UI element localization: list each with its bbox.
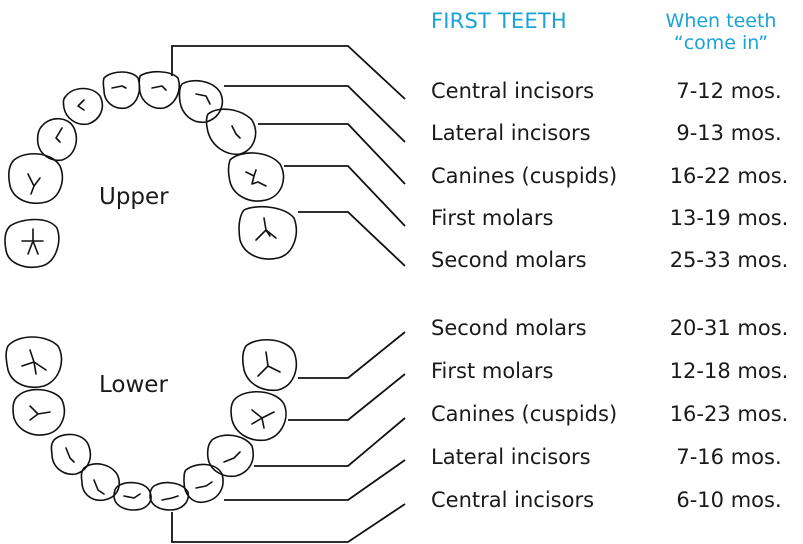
- upper-lateral-incisor-left-icon: [62, 87, 104, 126]
- when-header-line-1: When teeth: [665, 10, 777, 32]
- upper-row-first-molars: First molars 13-19 mos.: [431, 203, 802, 233]
- lower-canine-right-icon: [206, 434, 254, 478]
- when-teeth-come-in-header: When teeth “come in”: [640, 10, 802, 54]
- eruption-age: 20-31 mos.: [669, 316, 789, 340]
- lower-teeth: [5, 336, 298, 511]
- when-header-line-2: “come in”: [673, 32, 769, 54]
- lower-second-molar-left-icon: [5, 336, 63, 388]
- lower-second-molar-right-icon: [241, 339, 298, 392]
- tooth-name: First molars: [431, 359, 554, 383]
- tooth-name: Central incisors: [431, 79, 595, 103]
- tooth-name: Lateral incisors: [431, 445, 591, 469]
- upper-first-molar-leader: [284, 165, 406, 227]
- lower-central-incisor-left-icon: [113, 481, 152, 511]
- upper-canine-left-icon: [36, 117, 78, 162]
- lower-canine-left-icon: [50, 433, 92, 476]
- tooth-name: Second molars: [431, 248, 587, 272]
- tooth-name: Canines (cuspids): [431, 402, 618, 426]
- upper-first-molar-right-icon: [227, 152, 285, 202]
- lower-second-molar-leader: [298, 331, 406, 379]
- eruption-age: 7-16 mos.: [676, 445, 782, 469]
- eruption-age: 16-23 mos.: [669, 402, 789, 426]
- upper-lateral-incisor-right-icon: [178, 79, 224, 124]
- upper-central-incisor-right-icon: [138, 70, 180, 110]
- upper-jaw-label: Upper: [99, 184, 169, 210]
- tooth-name: Second molars: [431, 316, 587, 340]
- upper-central-leader: [171, 45, 406, 100]
- upper-row-canines: Canines (cuspids) 16-22 mos.: [431, 161, 802, 191]
- tooth-name: Lateral incisors: [431, 121, 591, 145]
- eruption-age: 7-12 mos.: [676, 79, 782, 103]
- upper-second-molar-left-icon: [4, 218, 60, 268]
- lower-leader-lines: [171, 331, 406, 543]
- eruption-age: 6-10 mos.: [676, 488, 782, 512]
- lower-row-canines: Canines (cuspids) 16-23 mos.: [431, 399, 802, 429]
- lower-row-lateral-incisors: Lateral incisors 7-16 mos.: [431, 442, 802, 472]
- eruption-age: 13-19 mos.: [669, 206, 789, 230]
- lower-row-central-incisors: Central incisors 6-10 mos.: [431, 485, 802, 515]
- lower-first-molar-left-icon: [12, 388, 66, 436]
- eruption-age: 16-22 mos.: [669, 164, 789, 188]
- upper-row-central-incisors: Central incisors 7-12 mos.: [431, 76, 802, 106]
- upper-canine-leader: [258, 123, 406, 185]
- lower-row-second-molars: Second molars 20-31 mos.: [431, 313, 802, 343]
- lower-central-leader: [171, 503, 406, 543]
- upper-leader-lines: [171, 45, 406, 267]
- lower-lateral-incisor-right-icon: [183, 463, 224, 504]
- lower-jaw-label: Lower: [99, 372, 168, 398]
- upper-canine-right-icon: [205, 108, 257, 156]
- lower-lateral-incisor-left-icon: [80, 463, 120, 502]
- eruption-age: 25-33 mos.: [669, 248, 789, 272]
- upper-row-second-molars: Second molars 25-33 mos.: [431, 245, 802, 275]
- lower-canine-leader: [254, 417, 406, 467]
- upper-teeth: [4, 70, 298, 268]
- upper-lateral-leader: [224, 85, 406, 143]
- upper-first-molar-left-icon: [8, 153, 64, 204]
- lower-first-molar-right-icon: [230, 391, 287, 442]
- first-teeth-title: FIRST TEETH: [431, 9, 567, 33]
- lower-lateral-leader: [224, 459, 406, 501]
- upper-second-molar-leader: [298, 211, 406, 267]
- tooth-name: First molars: [431, 206, 554, 230]
- upper-central-incisor-left-icon: [102, 71, 141, 110]
- eruption-age: 12-18 mos.: [669, 359, 789, 383]
- lower-central-incisor-right-icon: [149, 481, 190, 511]
- tooth-name: Canines (cuspids): [431, 164, 618, 188]
- lower-first-molar-leader: [288, 373, 406, 421]
- upper-second-molar-right-icon: [238, 205, 298, 260]
- tooth-name: Central incisors: [431, 488, 595, 512]
- lower-row-first-molars: First molars 12-18 mos.: [431, 356, 802, 386]
- upper-row-lateral-incisors: Lateral incisors 9-13 mos.: [431, 118, 802, 148]
- eruption-age: 9-13 mos.: [676, 121, 782, 145]
